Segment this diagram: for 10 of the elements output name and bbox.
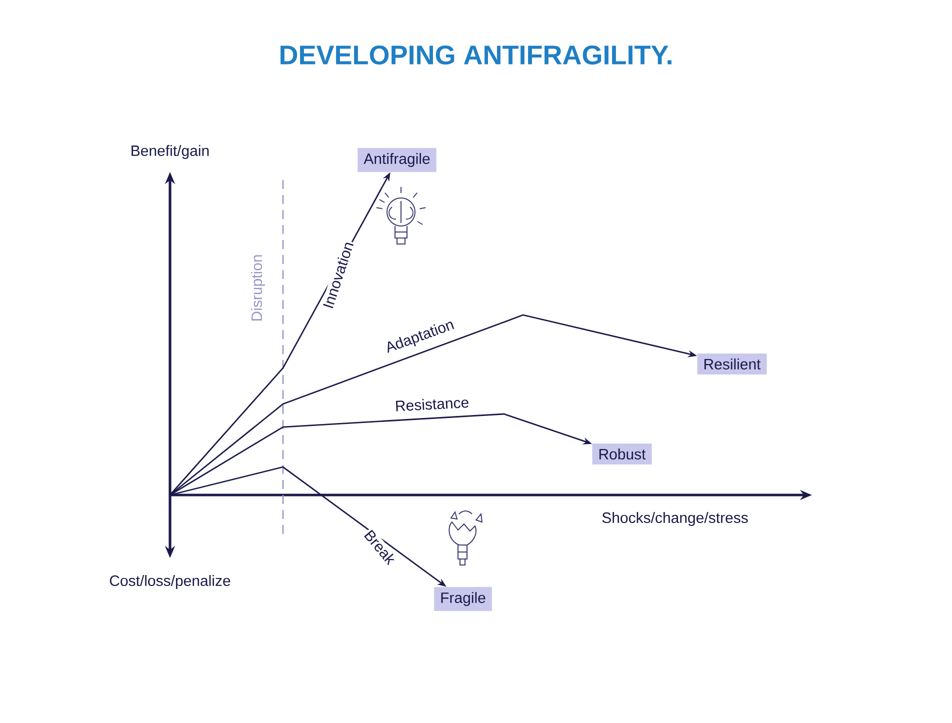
state-box: Robust [592, 444, 652, 465]
axis-label: Benefit/gain [132, 145, 209, 159]
state-box: Resilient [697, 354, 767, 374]
title: DEVELOPING ANTIFRAGILITY. [280, 45, 672, 65]
axis-label: Cost/loss/penalize [110, 575, 230, 589]
state-box: Fragile [434, 587, 492, 611]
axis-label: Shocks/change/stress [602, 512, 748, 526]
edge-label: Resistance [394, 396, 470, 412]
state-box: Antifragile [358, 148, 436, 172]
axis-label: Disruption [251, 255, 265, 321]
